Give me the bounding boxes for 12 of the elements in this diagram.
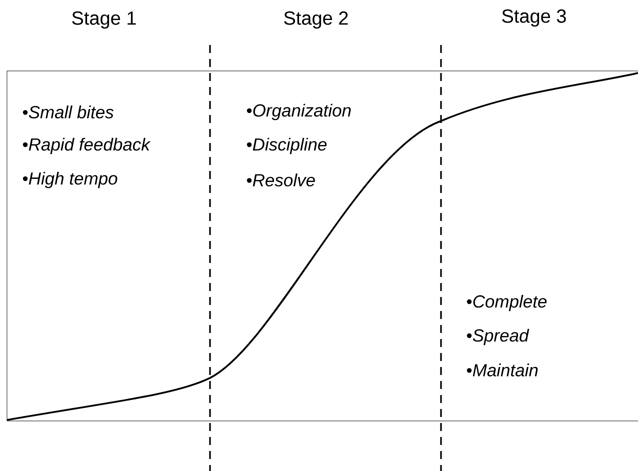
bullet-item: •Spread: [466, 328, 530, 346]
bullet-item: •Complete: [466, 294, 547, 312]
bullet-item: •Maintain: [466, 364, 538, 376]
stage-label: Stage 3: [502, 9, 566, 27]
bullet-item: •Discipline: [246, 138, 327, 154]
bullet-item: •High tempo: [22, 172, 118, 188]
bullet-item: •Resolve: [246, 174, 315, 186]
bullet-item: •Rapid feedback: [22, 138, 151, 154]
stage-label: Stage 2: [284, 11, 348, 29]
bullet-item: •Organization: [246, 104, 351, 120]
bullet-item: •Small bites: [22, 106, 114, 118]
stage-label: Stage 1: [72, 11, 136, 29]
